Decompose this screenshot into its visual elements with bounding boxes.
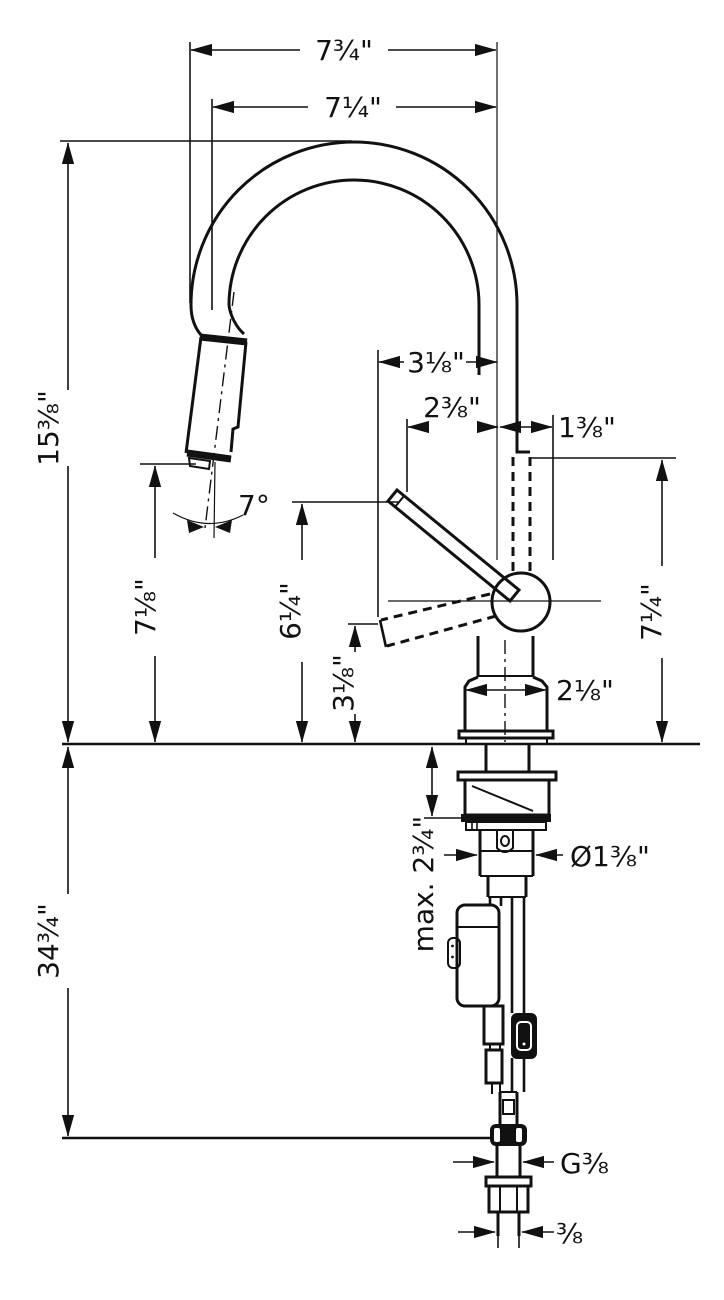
dim-label-top-reach-inner: 7¼" bbox=[324, 91, 382, 124]
dim-label-base-width: 2⅛" bbox=[556, 674, 614, 707]
dim-label-body-top-height: 7¼" bbox=[635, 583, 668, 641]
dim-label-top-reach-overall: 7¾" bbox=[315, 34, 373, 67]
dimension-labels: 7¾" 7¼" 15⅜" 34¾" 7⅛" 6¼" 3⅛" 7¼" 3⅛" 2⅜… bbox=[32, 34, 668, 1250]
rubber-gasket bbox=[461, 814, 551, 822]
dim-label-handle-reach: 2⅜" bbox=[423, 391, 481, 424]
dim-label-spray-outlet-height: 7⅛" bbox=[129, 578, 162, 636]
dim-label-handle-tip-height: 6¼" bbox=[274, 582, 307, 640]
spray-angle-marks bbox=[172, 461, 244, 539]
dim-label-counter-thickness-max: max. 2¾" bbox=[407, 816, 440, 953]
dim-label-spray-angle: 7° bbox=[238, 489, 270, 522]
spray-head-centerline bbox=[204, 291, 235, 529]
faucet-outline bbox=[62, 140, 700, 1248]
spout-gooseneck bbox=[189, 140, 530, 454]
dim-label-height-below-counter: 34¾" bbox=[32, 903, 65, 979]
hose-clip bbox=[496, 830, 514, 853]
dim-label-height-above-counter: 15⅜" bbox=[32, 390, 65, 466]
spout-pipe-hidden bbox=[511, 457, 532, 576]
dim-label-supply-tube-size: ⅜ bbox=[556, 1217, 583, 1250]
mounting-hardware bbox=[456, 744, 558, 898]
base-plate bbox=[457, 729, 555, 740]
dim-label-supply-thread: G⅜ bbox=[560, 1147, 609, 1180]
mounting-screw bbox=[471, 785, 534, 812]
handle-lever-open-position bbox=[378, 592, 497, 648]
dim-label-handle-horizontal-offset: 3⅛" bbox=[407, 346, 465, 379]
hose-weight bbox=[511, 1013, 537, 1059]
mounting-bracket bbox=[463, 778, 551, 817]
dimension-lines bbox=[60, 42, 676, 1239]
shank bbox=[478, 830, 535, 876]
check-valve-block bbox=[447, 903, 505, 1085]
supply-connector bbox=[484, 1091, 533, 1248]
ball-joint bbox=[388, 571, 601, 633]
dim-label-handle-open-height: 3⅛" bbox=[327, 654, 360, 712]
dim-label-shank-diameter: Ø1⅜" bbox=[570, 840, 650, 873]
dim-label-spout-to-body-offset: 1⅜" bbox=[558, 411, 616, 444]
spray-head bbox=[184, 291, 248, 529]
